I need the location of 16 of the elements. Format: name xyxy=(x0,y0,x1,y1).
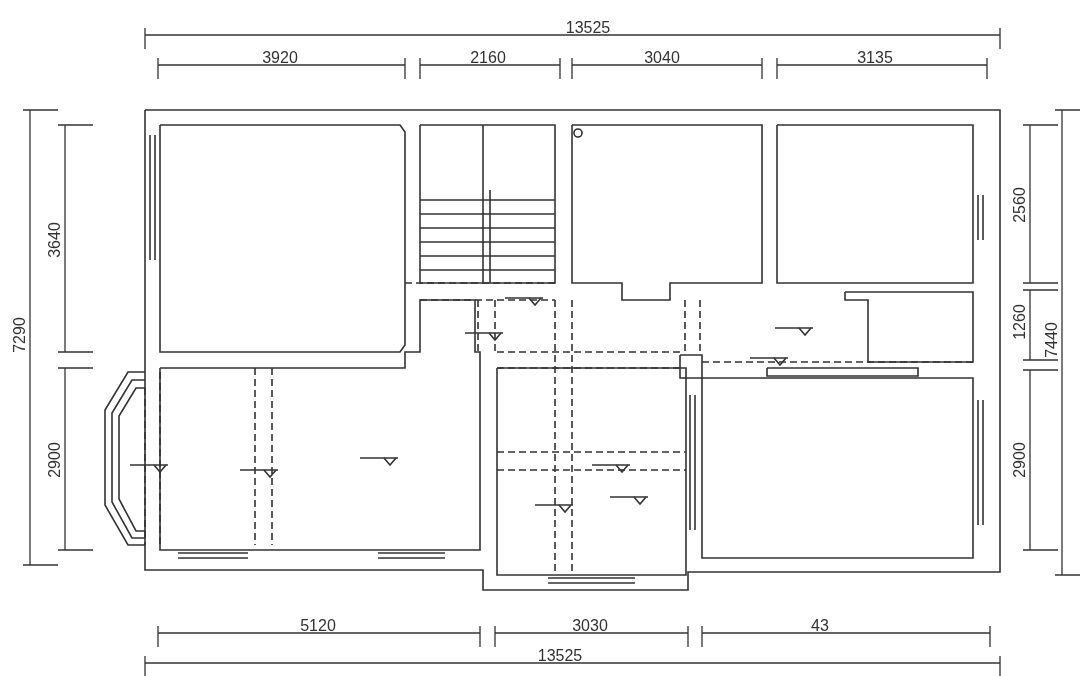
dimension-text: 1260 xyxy=(1012,304,1028,340)
dimension-text: 5120 xyxy=(300,618,336,634)
dimension-text: 2560 xyxy=(1012,187,1028,223)
dimension-text: 13525 xyxy=(537,648,583,664)
dimension-text: 3135 xyxy=(857,50,893,66)
dimension-text: 3030 xyxy=(572,618,608,634)
dimension-text: 2160 xyxy=(470,50,506,66)
dimension-text: 3920 xyxy=(262,50,298,66)
dimension-text: 43 xyxy=(811,618,829,634)
dimension-text: 3640 xyxy=(47,222,63,258)
dimension-text: 13525 xyxy=(565,20,611,36)
dimension-text: 7440 xyxy=(1044,322,1060,358)
dimension-text: 2900 xyxy=(1012,442,1028,478)
dimension-text: 7290 xyxy=(12,317,28,353)
dimension-text: 2900 xyxy=(47,442,63,478)
dimension-text: 3040 xyxy=(644,50,680,66)
